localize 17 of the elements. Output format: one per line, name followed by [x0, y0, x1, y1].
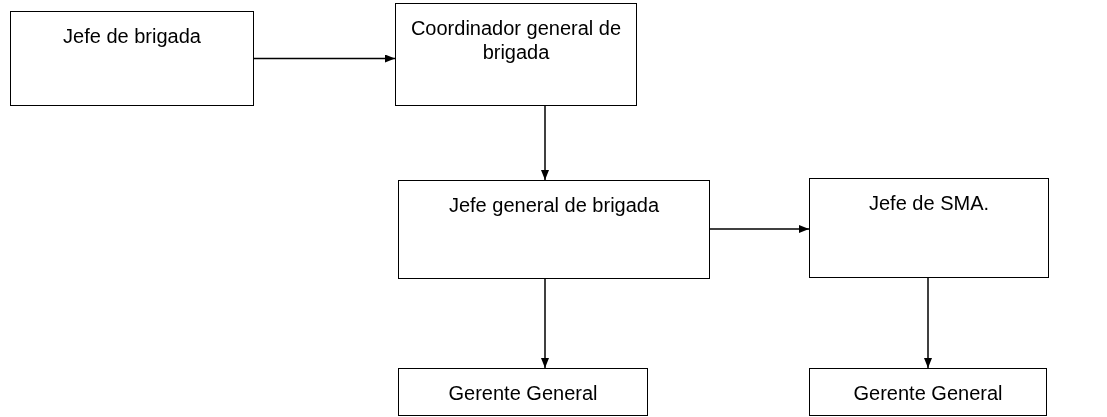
process-box [395, 3, 637, 106]
node-text: Jefe de brigada [62, 24, 202, 48]
arrow [709, 225, 810, 233]
process-box [10, 11, 254, 106]
arrow [541, 278, 549, 369]
node-text: Coordinador general de brigada [410, 16, 622, 64]
node-text: Jefe de SMA. [867, 191, 991, 215]
process-box [809, 178, 1049, 278]
process-box [809, 368, 1047, 416]
process-box [398, 368, 648, 416]
node-text: Jefe general de brigada [447, 193, 661, 217]
node-text: Gerente General [852, 381, 1004, 405]
node-text: Gerente General [447, 381, 599, 405]
arrow [541, 105, 549, 181]
process-box [398, 180, 710, 279]
arrow [924, 277, 932, 369]
arrow [253, 54, 396, 63]
